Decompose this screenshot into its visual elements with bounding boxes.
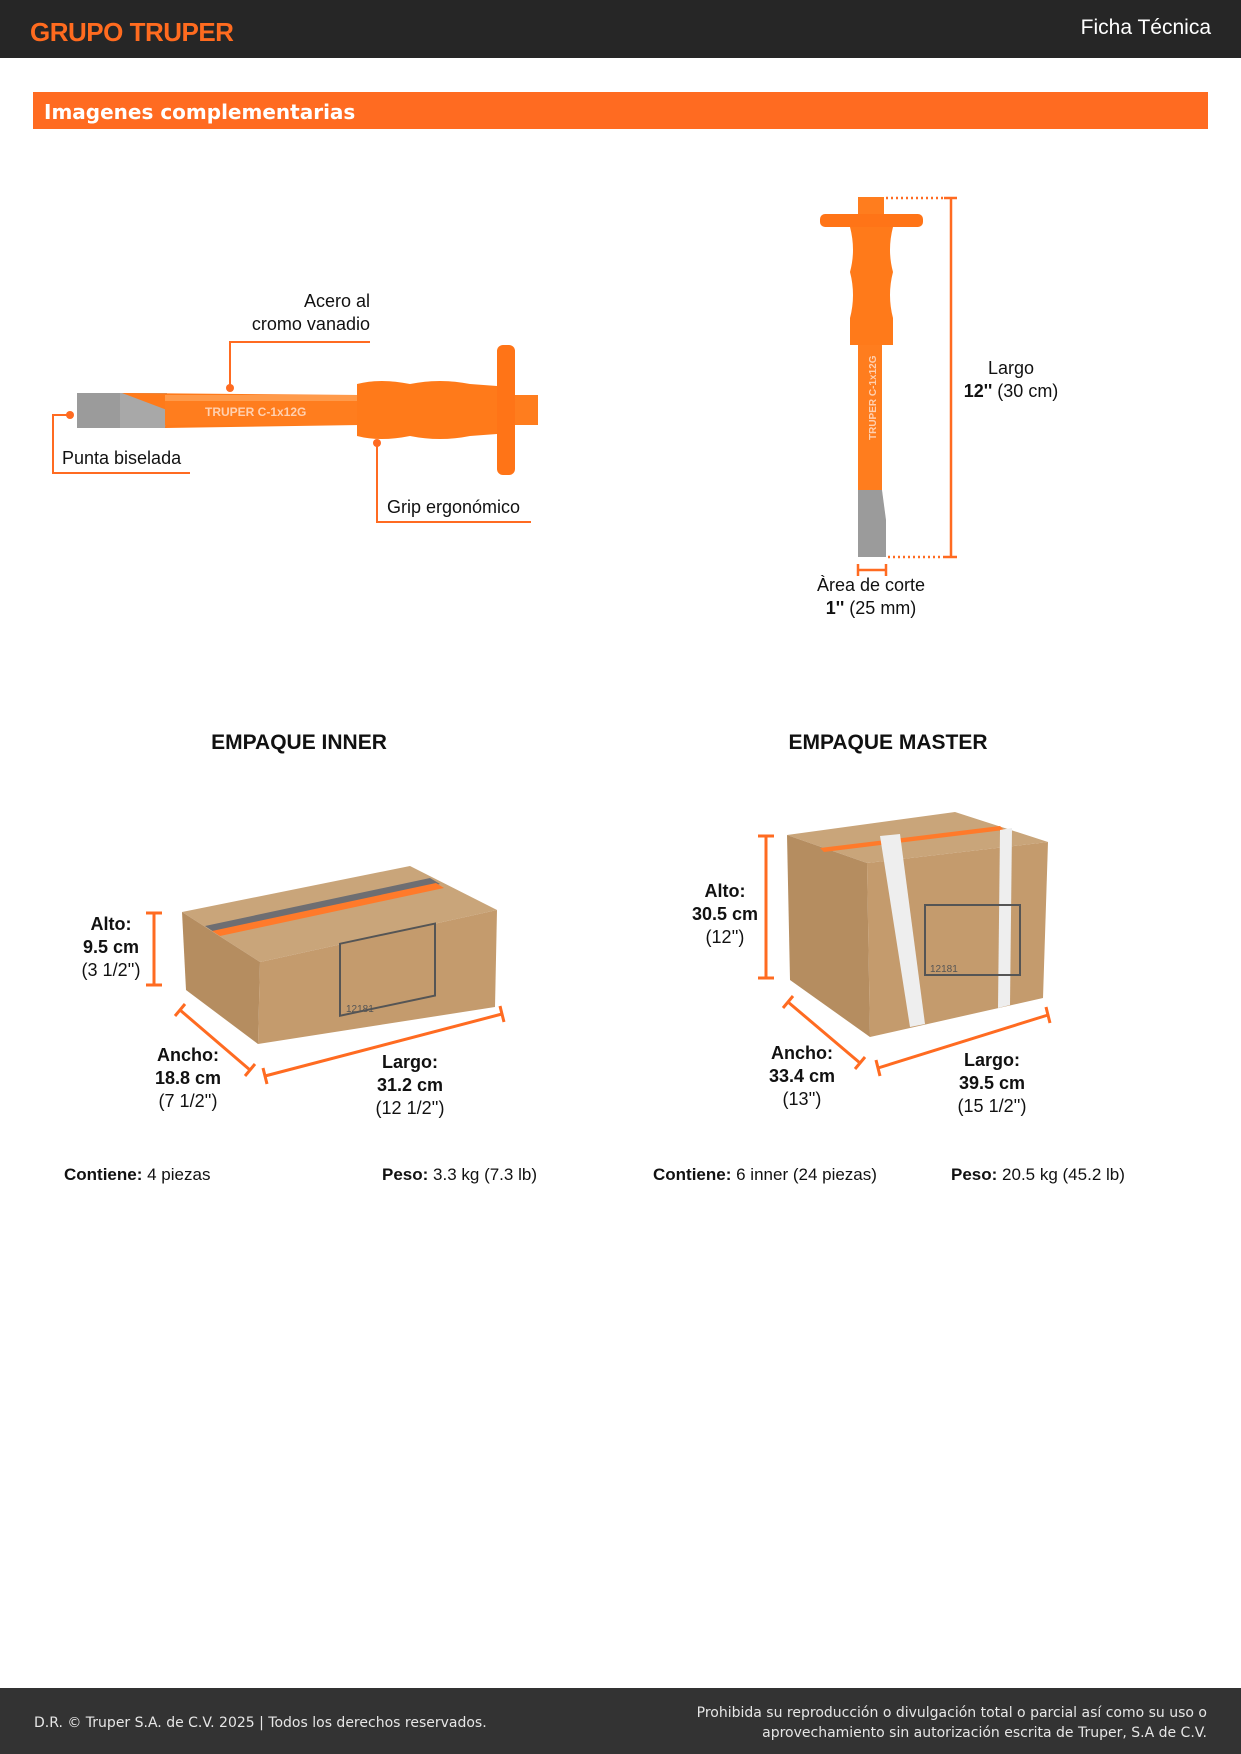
tip-callout: Punta biselada: [62, 448, 182, 468]
grip-callout: Grip ergonómico: [387, 497, 521, 517]
cut-area-label: Àrea de corte 1'' (25 mm): [816, 575, 926, 618]
callout-lines: [52, 341, 531, 523]
material-callout: Acero al cromo vanadio: [251, 291, 370, 334]
master-alto: Alto: 30.5 cm (12''): [691, 881, 759, 947]
master-contents: Contiene: 6 inner (24 piezas): [653, 1165, 877, 1184]
footer: D.R. © Truper S.A. de C.V. 2025 | Todos …: [0, 1688, 1241, 1754]
inner-contents: Contiene: 4 piezas: [64, 1165, 211, 1184]
document-title: Ficha Técnica: [1080, 16, 1211, 39]
grupo-truper-logo: GRUPO TRUPER: [30, 17, 234, 47]
inner-weight: Peso: 3.3 kg (7.3 lb): [382, 1165, 537, 1184]
master-ancho: Ancho: 33.4 cm (13''): [768, 1043, 836, 1109]
box-code: 12181: [930, 964, 958, 975]
header-bar: GRUPO TRUPER Ficha Técnica: [0, 0, 1241, 58]
svg-text:TRUPER C-1x12G: TRUPER C-1x12G: [868, 355, 879, 440]
chisel-vertical-image: TRUPER C-1x12G: [820, 197, 923, 557]
legal-notice: Prohibida su reproducción o divulgación …: [696, 1705, 1207, 1741]
master-box-image: 12181: [787, 812, 1048, 1037]
inner-package-title: EMPAQUE INNER: [211, 731, 387, 754]
inner-box-image: 12181: [182, 866, 497, 1044]
section-header: Imagenes complementarias: [33, 92, 1208, 129]
master-weight: Peso: 20.5 kg (45.2 lb): [951, 1165, 1125, 1184]
inner-ancho: Ancho: 18.8 cm (7 1/2''): [154, 1045, 222, 1111]
section-title: Imagenes complementarias: [44, 100, 356, 124]
box-code: 12181: [346, 1004, 374, 1015]
length-dimension-label: Largo 12'' (30 cm): [963, 358, 1059, 401]
dimension-lines: [856, 196, 957, 576]
master-package-title: EMPAQUE MASTER: [788, 731, 988, 754]
inner-alto: Alto: 9.5 cm (3 1/2''): [81, 914, 141, 980]
master-largo: Largo: 39.5 cm (15 1/2''): [957, 1050, 1027, 1116]
copyright: D.R. © Truper S.A. de C.V. 2025 | Todos …: [34, 1715, 487, 1731]
brand-engraving: TRUPER C-1x12G: [205, 405, 306, 419]
chisel-horizontal-image: TRUPER C-1x12G: [77, 345, 538, 475]
inner-largo: Largo: 31.2 cm (12 1/2''): [375, 1052, 445, 1118]
